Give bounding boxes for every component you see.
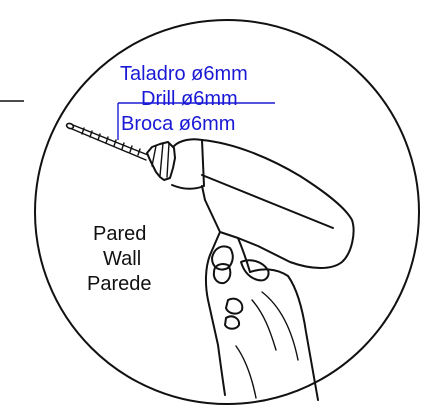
surface-label-en: Wall	[103, 248, 141, 270]
bit-label-pt: Broca ø6mm	[121, 113, 235, 135]
bit-label-en: Drill ø6mm	[141, 88, 238, 110]
bit-label-es: Taladro ø6mm	[120, 63, 248, 85]
surface-label-es: Pared	[93, 223, 146, 245]
surface-label-pt: Parede	[87, 273, 152, 295]
